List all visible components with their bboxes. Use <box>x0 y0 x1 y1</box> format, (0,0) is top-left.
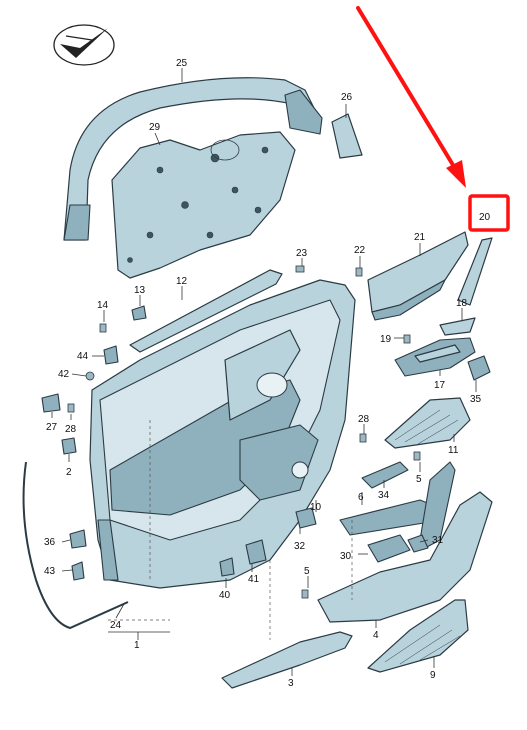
callout-21: 21 <box>414 232 426 243</box>
callout-3: 3 <box>288 678 294 689</box>
callout-25: 25 <box>176 58 188 69</box>
part-1-door-panel <box>89 279 356 589</box>
part-34-switch-panel <box>361 461 409 489</box>
part-14-screw <box>99 323 107 333</box>
callout-13: 13 <box>134 285 146 296</box>
part-27-bracket <box>41 393 61 413</box>
callout-36: 36 <box>44 537 56 548</box>
assembly-dashed-lines <box>108 420 353 640</box>
part-19-screw <box>403 334 411 344</box>
callout-20: 20 <box>479 212 491 223</box>
part-28-screw-right <box>359 433 367 443</box>
part-40-clip <box>219 557 235 577</box>
part-43-clip <box>71 561 85 581</box>
part-35-switch <box>467 355 491 381</box>
highlight-annotation <box>356 6 510 232</box>
highlight-arrow-icon <box>356 6 458 172</box>
part-44-clip <box>103 345 119 365</box>
callout-1: 1 <box>134 640 140 651</box>
callout-41: 41 <box>248 574 260 585</box>
part-22-screw <box>355 267 363 277</box>
part-21-armrest-upper-trim <box>367 231 469 321</box>
part-25-window-frame-trim <box>63 77 323 241</box>
callout-32: 32 <box>294 541 306 552</box>
callout-35: 35 <box>470 394 482 405</box>
callout-4: 4 <box>373 630 379 641</box>
part-41-module <box>245 539 267 565</box>
part-9-lower-grille <box>367 599 469 673</box>
callout-27: 27 <box>46 422 58 433</box>
part-30-switch-unit <box>367 534 429 563</box>
part-42-clip <box>85 371 95 381</box>
callout-28-left: 28 <box>65 424 77 435</box>
part-5-screw-upper <box>413 451 421 461</box>
part-11-speaker-grille <box>384 397 471 449</box>
callout-43: 43 <box>44 566 56 577</box>
callout-28-right: 28 <box>358 414 370 425</box>
part-26-mirror-cover <box>331 113 363 159</box>
part-20-trim-strip <box>457 237 493 306</box>
callout-17: 17 <box>434 380 446 391</box>
callout-40: 40 <box>219 590 231 601</box>
callout-9: 9 <box>430 670 436 681</box>
part-4-armrest <box>317 491 493 623</box>
callout-labels: 25 26 29 12 13 14 44 42 27 28 2 36 43 24… <box>44 58 491 689</box>
callout-5-lower: 5 <box>304 566 310 577</box>
callout-31: 31 <box>432 535 444 546</box>
part-23-screw <box>295 265 305 273</box>
highlight-box <box>468 194 510 232</box>
callout-24: 24 <box>110 620 122 631</box>
part-32-switch <box>295 507 317 529</box>
callout-6: 6 <box>358 492 364 503</box>
callout-5-upper: 5 <box>416 474 422 485</box>
callout-12: 12 <box>176 276 188 287</box>
part-13-clip <box>131 305 147 321</box>
callout-30: 30 <box>340 551 352 562</box>
callout-42: 42 <box>58 369 70 380</box>
callout-34: 34 <box>378 490 390 501</box>
callout-22: 22 <box>354 245 366 256</box>
part-24-cable <box>22 461 129 630</box>
checkmark-plane-logo-icon <box>53 24 115 66</box>
callout-29: 29 <box>149 122 161 133</box>
part-12-upper-trim-strip <box>129 269 283 353</box>
callout-11: 11 <box>448 445 459 456</box>
part-3-lower-trim-strip <box>221 631 353 689</box>
callout-14: 14 <box>97 300 109 311</box>
part-29-insulation-panel <box>111 131 296 279</box>
part-28-screw-left <box>67 403 75 413</box>
callout-44: 44 <box>77 351 89 362</box>
part-5-screw-lower <box>301 589 309 599</box>
part-17-handle-bracket <box>394 337 476 377</box>
callout-23: 23 <box>296 248 308 259</box>
callout-10: 10 <box>310 502 322 513</box>
part-36-connector <box>69 529 87 549</box>
callout-26: 26 <box>341 92 353 103</box>
callout-2: 2 <box>66 467 72 478</box>
callout-19: 19 <box>380 334 392 345</box>
part-18-cap <box>439 317 476 336</box>
leader-lines <box>51 68 477 676</box>
callout-18: 18 <box>456 298 468 309</box>
part-2-clip <box>61 437 77 455</box>
